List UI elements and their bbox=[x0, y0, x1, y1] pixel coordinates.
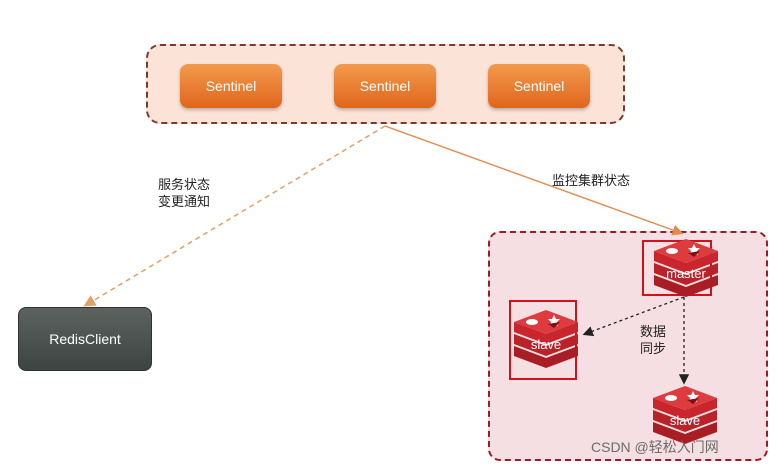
redis-cube-icon bbox=[654, 239, 718, 297]
sync-label: 数据 同步 bbox=[640, 323, 666, 357]
notify-arrow bbox=[83, 125, 386, 307]
slave-bottom-label: slave bbox=[669, 413, 701, 428]
sync-label-line1: 数据 bbox=[640, 324, 667, 339]
sentinel-node-3[interactable]: Sentinel bbox=[488, 64, 590, 108]
master-node[interactable]: master bbox=[650, 239, 722, 299]
monitor-arrow bbox=[384, 125, 684, 236]
sync-arrow-left bbox=[582, 296, 685, 337]
watermark: CSDN @轻松入门网 bbox=[591, 439, 719, 455]
notify-label: 服务状态 变更通知 bbox=[158, 176, 210, 210]
monitor-label: 监控集群状态 bbox=[552, 173, 631, 188]
slave-left-label: slave bbox=[530, 337, 562, 352]
redis-cube-icon bbox=[514, 310, 578, 368]
slave-node-left[interactable]: slave bbox=[510, 310, 582, 370]
sentinel-node-1[interactable]: Sentinel bbox=[180, 64, 282, 108]
master-label: master bbox=[666, 266, 706, 281]
notify-label-line2: 变更通知 bbox=[158, 194, 211, 209]
slave-node-bottom[interactable]: slave bbox=[649, 386, 721, 446]
redis-cube-icon bbox=[653, 386, 717, 444]
sentinel-group: Sentinel Sentinel Sentinel bbox=[146, 44, 625, 124]
sync-label-line2: 同步 bbox=[640, 341, 667, 356]
redis-client-node[interactable]: RedisClient bbox=[18, 307, 152, 371]
notify-label-line1: 服务状态 bbox=[158, 177, 211, 192]
sentinel-node-2[interactable]: Sentinel bbox=[334, 64, 436, 108]
